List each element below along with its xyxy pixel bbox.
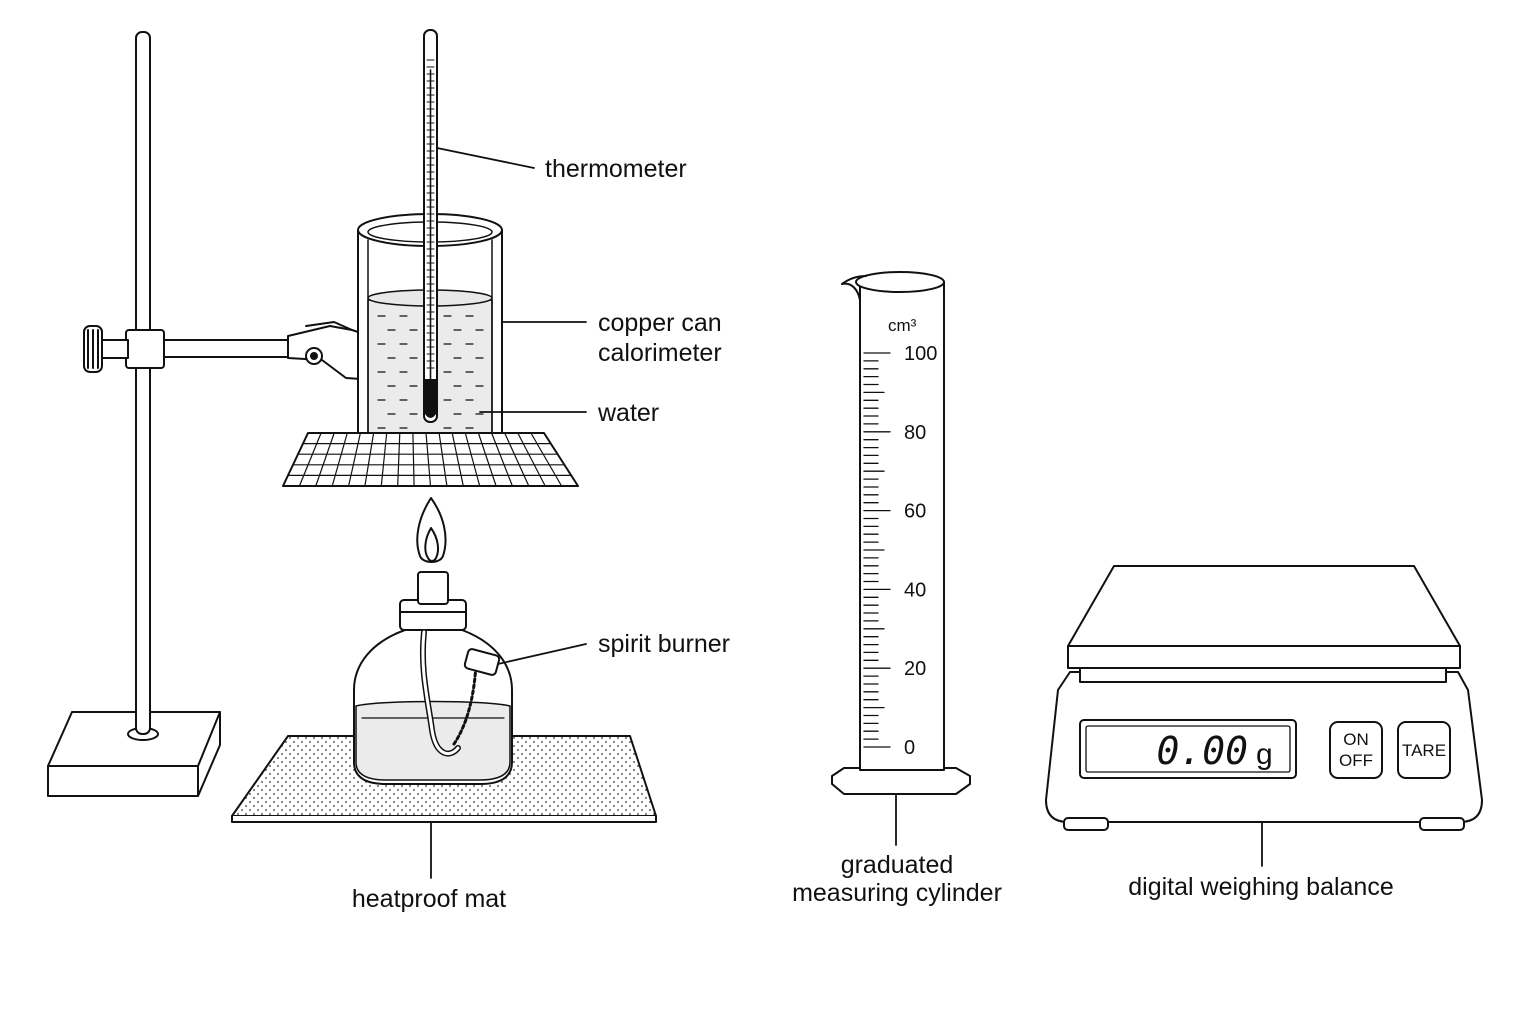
cylinder-tick-label: 80 — [904, 422, 926, 444]
retort-stand — [47, 31, 221, 797]
cylinder-tick-label: 60 — [904, 501, 926, 523]
cylinder-unit: cm³ — [888, 316, 917, 335]
leader-lines — [430, 147, 1263, 879]
tare-label: TARE — [1402, 741, 1446, 760]
spirit-burner — [353, 571, 513, 785]
cylinder-tick-label: 0 — [904, 737, 915, 759]
cylinder-tick-label: 20 — [904, 658, 926, 680]
wire-gauze — [282, 432, 579, 487]
label-measuring-cylinder: measuring cylinder — [792, 879, 1002, 907]
thermometer — [423, 29, 438, 423]
tare-button[interactable] — [1397, 721, 1451, 779]
flame — [416, 497, 447, 563]
measuring-cylinder — [831, 271, 971, 795]
label-thermometer: thermometer — [545, 155, 687, 183]
label-heatproof-mat: heatproof mat — [352, 885, 506, 913]
label-spirit-burner: spirit burner — [598, 630, 730, 658]
balance-reading-unit: g — [1256, 738, 1273, 771]
label-graduated: graduated — [841, 851, 954, 879]
boss-clamp — [83, 321, 377, 381]
cylinder-tick-label: 40 — [904, 579, 926, 601]
label-copper-can: copper can — [598, 309, 722, 337]
label-balance: digital weighing balance — [1128, 873, 1393, 901]
cylinder-tick-label: 100 — [904, 343, 937, 365]
lcd-display — [1079, 719, 1297, 779]
label-calorimeter: calorimeter — [598, 339, 722, 367]
off-label: OFF — [1339, 751, 1373, 770]
on-label: ON — [1343, 730, 1369, 749]
balance-reading: 0.00 — [1156, 729, 1248, 773]
label-water: water — [597, 399, 659, 427]
digital-balance — [1045, 565, 1483, 831]
on-off-button[interactable] — [1329, 721, 1383, 779]
